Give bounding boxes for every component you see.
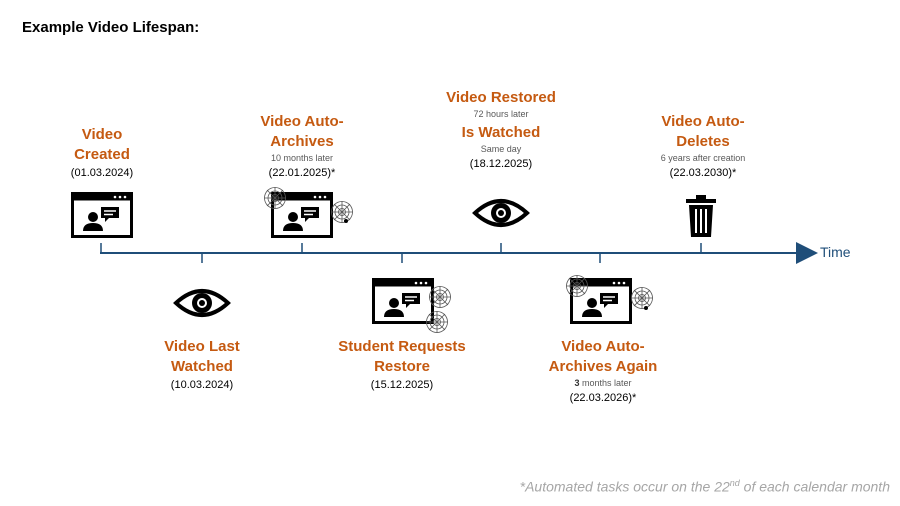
event-label: Archives bbox=[270, 133, 334, 150]
event-last-watched: Video Last Watched (10.03.2024) bbox=[164, 337, 240, 393]
footnote-superscript: nd bbox=[729, 478, 740, 488]
event-archives-again: Video Auto- Archives Again 3 months late… bbox=[549, 337, 658, 406]
eye-icon bbox=[174, 289, 230, 317]
event-label: Archives Again bbox=[548, 358, 658, 375]
timeline-arrowhead bbox=[796, 242, 818, 264]
footnote-prefix: *Automated tasks occur on the 22 bbox=[519, 478, 730, 495]
footnote-suffix: of each calendar month bbox=[739, 478, 890, 495]
event-date: (15.12.2025) bbox=[370, 379, 434, 391]
event-date: (22.03.2026)* bbox=[569, 392, 637, 404]
event-label: Video Auto- bbox=[561, 338, 645, 355]
cobweb-icon bbox=[565, 274, 589, 298]
cobweb-icon bbox=[263, 186, 287, 210]
diagram-title: Example Video Lifespan: bbox=[22, 19, 200, 36]
event-label: Student Requests bbox=[338, 338, 466, 355]
event-subtext: 3 months later bbox=[549, 377, 658, 390]
cobweb-icon bbox=[425, 310, 449, 334]
event-subtext: Same day bbox=[480, 144, 522, 154]
archived-video-window-icon bbox=[372, 278, 434, 324]
trash-icon bbox=[686, 195, 716, 237]
event-label: Video Last bbox=[164, 338, 240, 355]
footnote: *Automated tasks occur on the 22nd of ea… bbox=[520, 478, 890, 495]
event-auto-deletes: Video Auto- Deletes 6 years after creati… bbox=[661, 112, 746, 181]
time-axis-label: Time bbox=[820, 244, 851, 260]
event-label: Created bbox=[74, 146, 130, 163]
event-subtext-rest: months later bbox=[579, 378, 632, 388]
event-restored: Video Restored 72 hours later Is Watched… bbox=[446, 88, 556, 172]
event-date: (22.01.2025)* bbox=[268, 167, 336, 179]
event-label: Video Auto- bbox=[260, 113, 344, 130]
event-label: Video Restored bbox=[446, 89, 556, 106]
event-label: Watched bbox=[171, 358, 233, 375]
event-label: Is Watched bbox=[461, 124, 541, 141]
event-label: Video bbox=[81, 126, 123, 143]
cobweb-icon bbox=[428, 285, 452, 309]
event-label: Video Auto- bbox=[661, 113, 745, 130]
video-window-icon bbox=[71, 192, 133, 238]
event-subtext-number: 3 bbox=[574, 378, 580, 388]
event-created: Video Created (01.03.2024) bbox=[71, 125, 133, 181]
cobweb-icon bbox=[330, 200, 354, 224]
event-date: (01.03.2024) bbox=[70, 167, 134, 179]
spider-icon bbox=[644, 306, 648, 310]
event-date: (10.03.2024) bbox=[170, 379, 234, 391]
event-subtext: 72 hours later bbox=[473, 109, 529, 119]
cobweb-icon bbox=[630, 286, 654, 310]
event-subtext: 6 years after creation bbox=[660, 153, 746, 163]
event-date: (18.12.2025) bbox=[469, 158, 533, 170]
event-label: Deletes bbox=[676, 133, 730, 150]
spider-icon bbox=[344, 219, 348, 223]
event-subtext: 10 months later bbox=[270, 153, 334, 163]
event-auto-archives: Video Auto- Archives 10 months later (22… bbox=[260, 112, 343, 181]
event-label: Restore bbox=[374, 358, 430, 375]
event-restore-request: Student Requests Restore (15.12.2025) bbox=[338, 337, 466, 393]
event-date: (22.03.2030)* bbox=[669, 167, 737, 179]
eye-icon bbox=[473, 199, 529, 227]
